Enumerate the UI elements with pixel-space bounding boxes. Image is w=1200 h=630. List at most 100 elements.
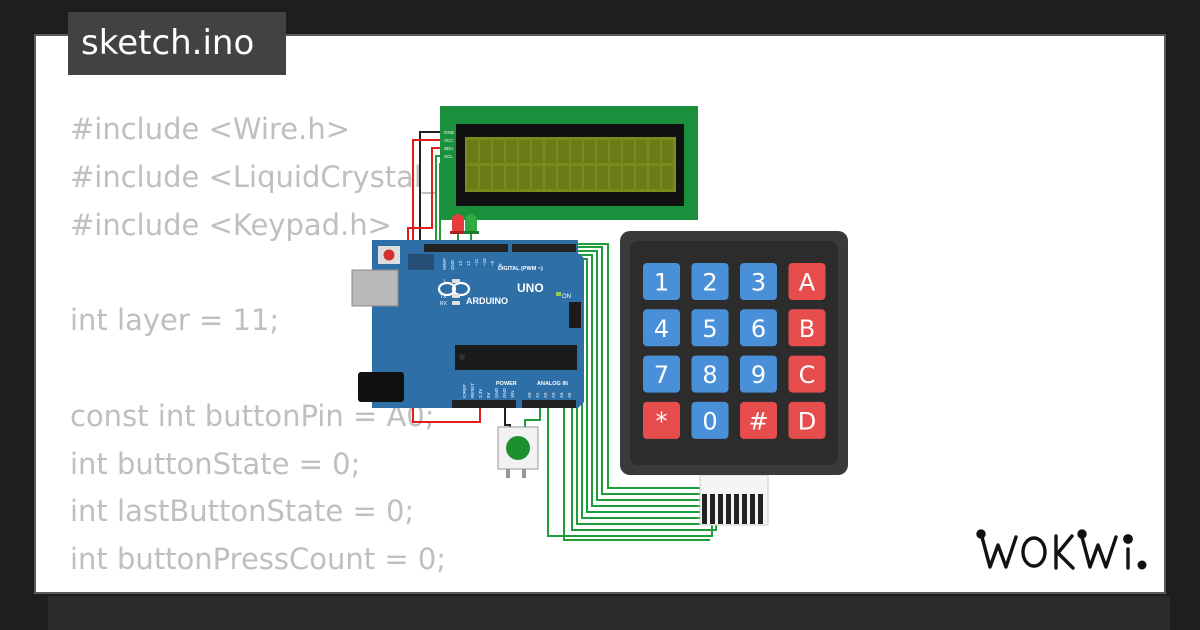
keypad-key[interactable]: A [788,263,826,300]
pin-label: IOREF [462,384,467,398]
pin-label: A5 [567,392,572,398]
keypad-key-face [788,401,826,439]
pin-label: ~11 [474,258,479,266]
pin-label: A1 [535,392,540,398]
pin-label: 12 [466,260,471,266]
keypad-key-face [643,355,680,393]
pin-label: A4 [559,392,564,398]
pin-label: VIN [510,390,515,398]
analog-label: ANALOG IN [537,381,568,387]
digital-header-2 [512,244,576,252]
lcd-pin-label: SDA [444,146,453,151]
keypad-key-face [643,401,680,439]
keypad-key-face [740,355,777,393]
keypad-key-label: 2 [702,269,717,297]
led-red[interactable] [450,214,466,234]
wire-extra-3 [563,404,710,541]
pin-label: GND [494,387,499,398]
keypad-key-face [643,263,680,300]
keypad-key-face [691,309,729,347]
keypad-key[interactable]: C [788,355,826,393]
keypad-key-label: B [799,315,815,343]
digital-header-label: DIGITAL (PWM ~) [498,266,543,272]
keypad-key[interactable]: 6 [740,309,777,347]
keypad-key[interactable]: 3 [740,263,777,300]
pin-label: A3 [551,392,556,398]
lcd-display[interactable]: GND VCC SDA SCL [440,106,698,220]
arduino-uno-board[interactable]: ARDUINO UNO ON DIGITAL (PWM ~) POWER ANA… [351,240,584,408]
keypad-key-label: 5 [702,315,717,343]
wire-vcc [412,139,481,423]
keypad-key[interactable]: 2 [691,263,729,300]
code-line: int layer = 11; [70,303,280,338]
keypad-key[interactable]: 1 [643,263,680,300]
code-line: #include <Keypad.h> [70,207,392,242]
file-name-tab[interactable]: sketch.ino [68,12,286,75]
power-header [452,400,516,408]
keypad-key[interactable]: B [788,309,826,347]
code-line: #include <Wire.h> [70,112,351,146]
wokwi-logo [976,529,1147,570]
keypad-key[interactable]: 9 [740,355,777,393]
pin-label: A0 [527,392,532,398]
keypad-key-label: A [799,269,816,297]
code-line: int buttonState = 0; [70,446,361,481]
pin-label: GND [450,259,455,270]
keypad-key-label: * [656,407,668,435]
keypad-key[interactable]: 4 [643,309,680,347]
digital-header-1 [424,244,508,252]
code-line: const int buttonPin = A0; [70,398,435,433]
card-shadow [48,596,1170,630]
keypad-key-face [691,401,729,439]
led-label-tx: TX [440,294,447,300]
keypad-key[interactable]: D [788,401,826,439]
pin-label: GND [502,387,507,398]
analog-header [522,400,576,408]
code-line: int buttonPressCount = 0; [70,542,447,577]
keypad-key-face [691,355,729,393]
lcd-pin-label: SCL [444,154,453,159]
keypad-key-face [691,263,729,300]
pin-label: RESET [470,383,475,398]
code-line: #include <LiquidCrystal_I [70,159,446,194]
keypad-connector [699,474,769,526]
lcd-pin-label: GND [444,130,455,135]
keypad-key-face [740,309,777,347]
keypad-key[interactable]: 8 [691,355,729,393]
pin-label: 5V [486,392,491,398]
keypad-key[interactable]: * [643,401,680,439]
lcd-pin-label: VCC [444,138,454,143]
keypad-key-face [788,309,826,347]
keypad-key-label: 3 [751,269,766,297]
pin-label: A2 [543,392,548,398]
pushbutton-cap [506,436,530,460]
keypad-key[interactable]: 7 [643,355,680,393]
keypad-key-face [740,401,777,439]
power-label: POWER [496,381,517,387]
led-green[interactable] [463,214,479,234]
led-label-l: L [444,279,447,285]
keypad-key-face [788,355,826,393]
wire-extra-1 [547,404,713,537]
keypad-key-label: 1 [654,269,669,297]
code-editor: #include <Wire.h> #include <LiquidCrystal… [70,106,625,592]
code-line: int lastButtonState = 0; [70,494,415,529]
keypad-key-face [788,263,826,300]
keypad-key-label: 6 [751,315,766,343]
keypad-key-label: 9 [751,361,766,389]
keypad-key[interactable]: 0 [691,401,729,439]
keypad-key-face [643,309,680,347]
keypad-key-label: D [798,407,816,435]
keypad-key-label: 7 [654,361,669,389]
usb-port [351,269,399,307]
on-label: ON [562,294,571,300]
atmega-chip [455,345,577,370]
pushbutton[interactable] [497,426,539,478]
led-label-rx: RX [440,301,448,307]
pin-label: 8 [498,263,503,266]
keypad-key[interactable]: # [740,401,777,439]
keypad-key-label: 8 [702,361,717,389]
keypad-key[interactable]: 5 [691,309,729,347]
